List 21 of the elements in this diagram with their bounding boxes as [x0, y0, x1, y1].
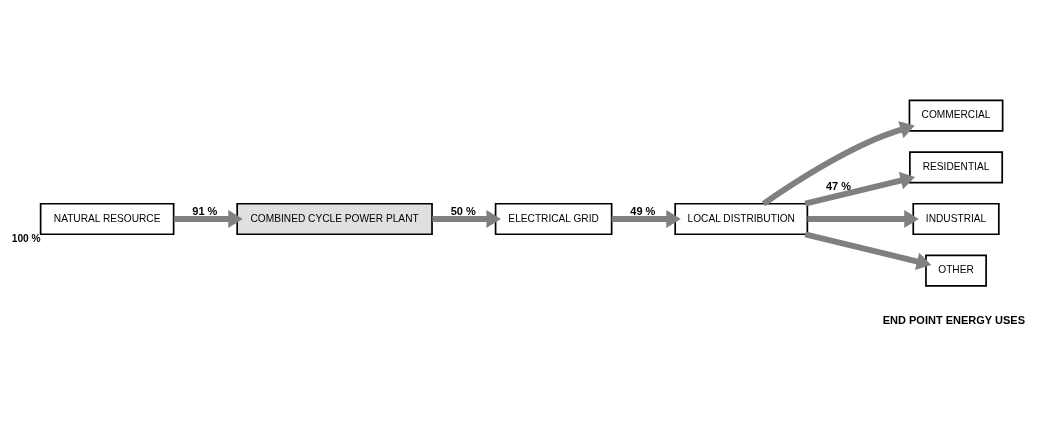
- node-label: 100 %: [11, 232, 41, 244]
- arrow: [173, 210, 243, 228]
- arrow: [761, 121, 915, 207]
- arrow: [432, 210, 501, 228]
- node-box: COMMERCIAL: [908, 99, 1004, 132]
- node-box: NATURAL RESOURCE: [39, 202, 175, 236]
- arrow: [611, 210, 681, 228]
- edge-label: 91 %: [192, 205, 218, 218]
- node-box: COMBINED CYCLE POWER PLANT: [236, 202, 433, 236]
- edge-label: 47 %: [825, 179, 852, 192]
- label: END POINT ENERGY USES: [882, 314, 1025, 327]
- arrow: [804, 171, 916, 207]
- node-box: OTHER: [925, 254, 987, 287]
- edge-label: 49 %: [630, 205, 656, 218]
- node-box: LOCAL DISTRIBUTION: [674, 202, 809, 236]
- node-box: ELECTRICAL GRID: [494, 202, 613, 236]
- edge-label: 50 %: [450, 205, 476, 218]
- node-box: RESIDENTIAL: [909, 151, 1004, 184]
- arrow: [804, 231, 932, 271]
- node-box: INDUSTRIAL: [912, 202, 1000, 236]
- arrow: [807, 210, 919, 228]
